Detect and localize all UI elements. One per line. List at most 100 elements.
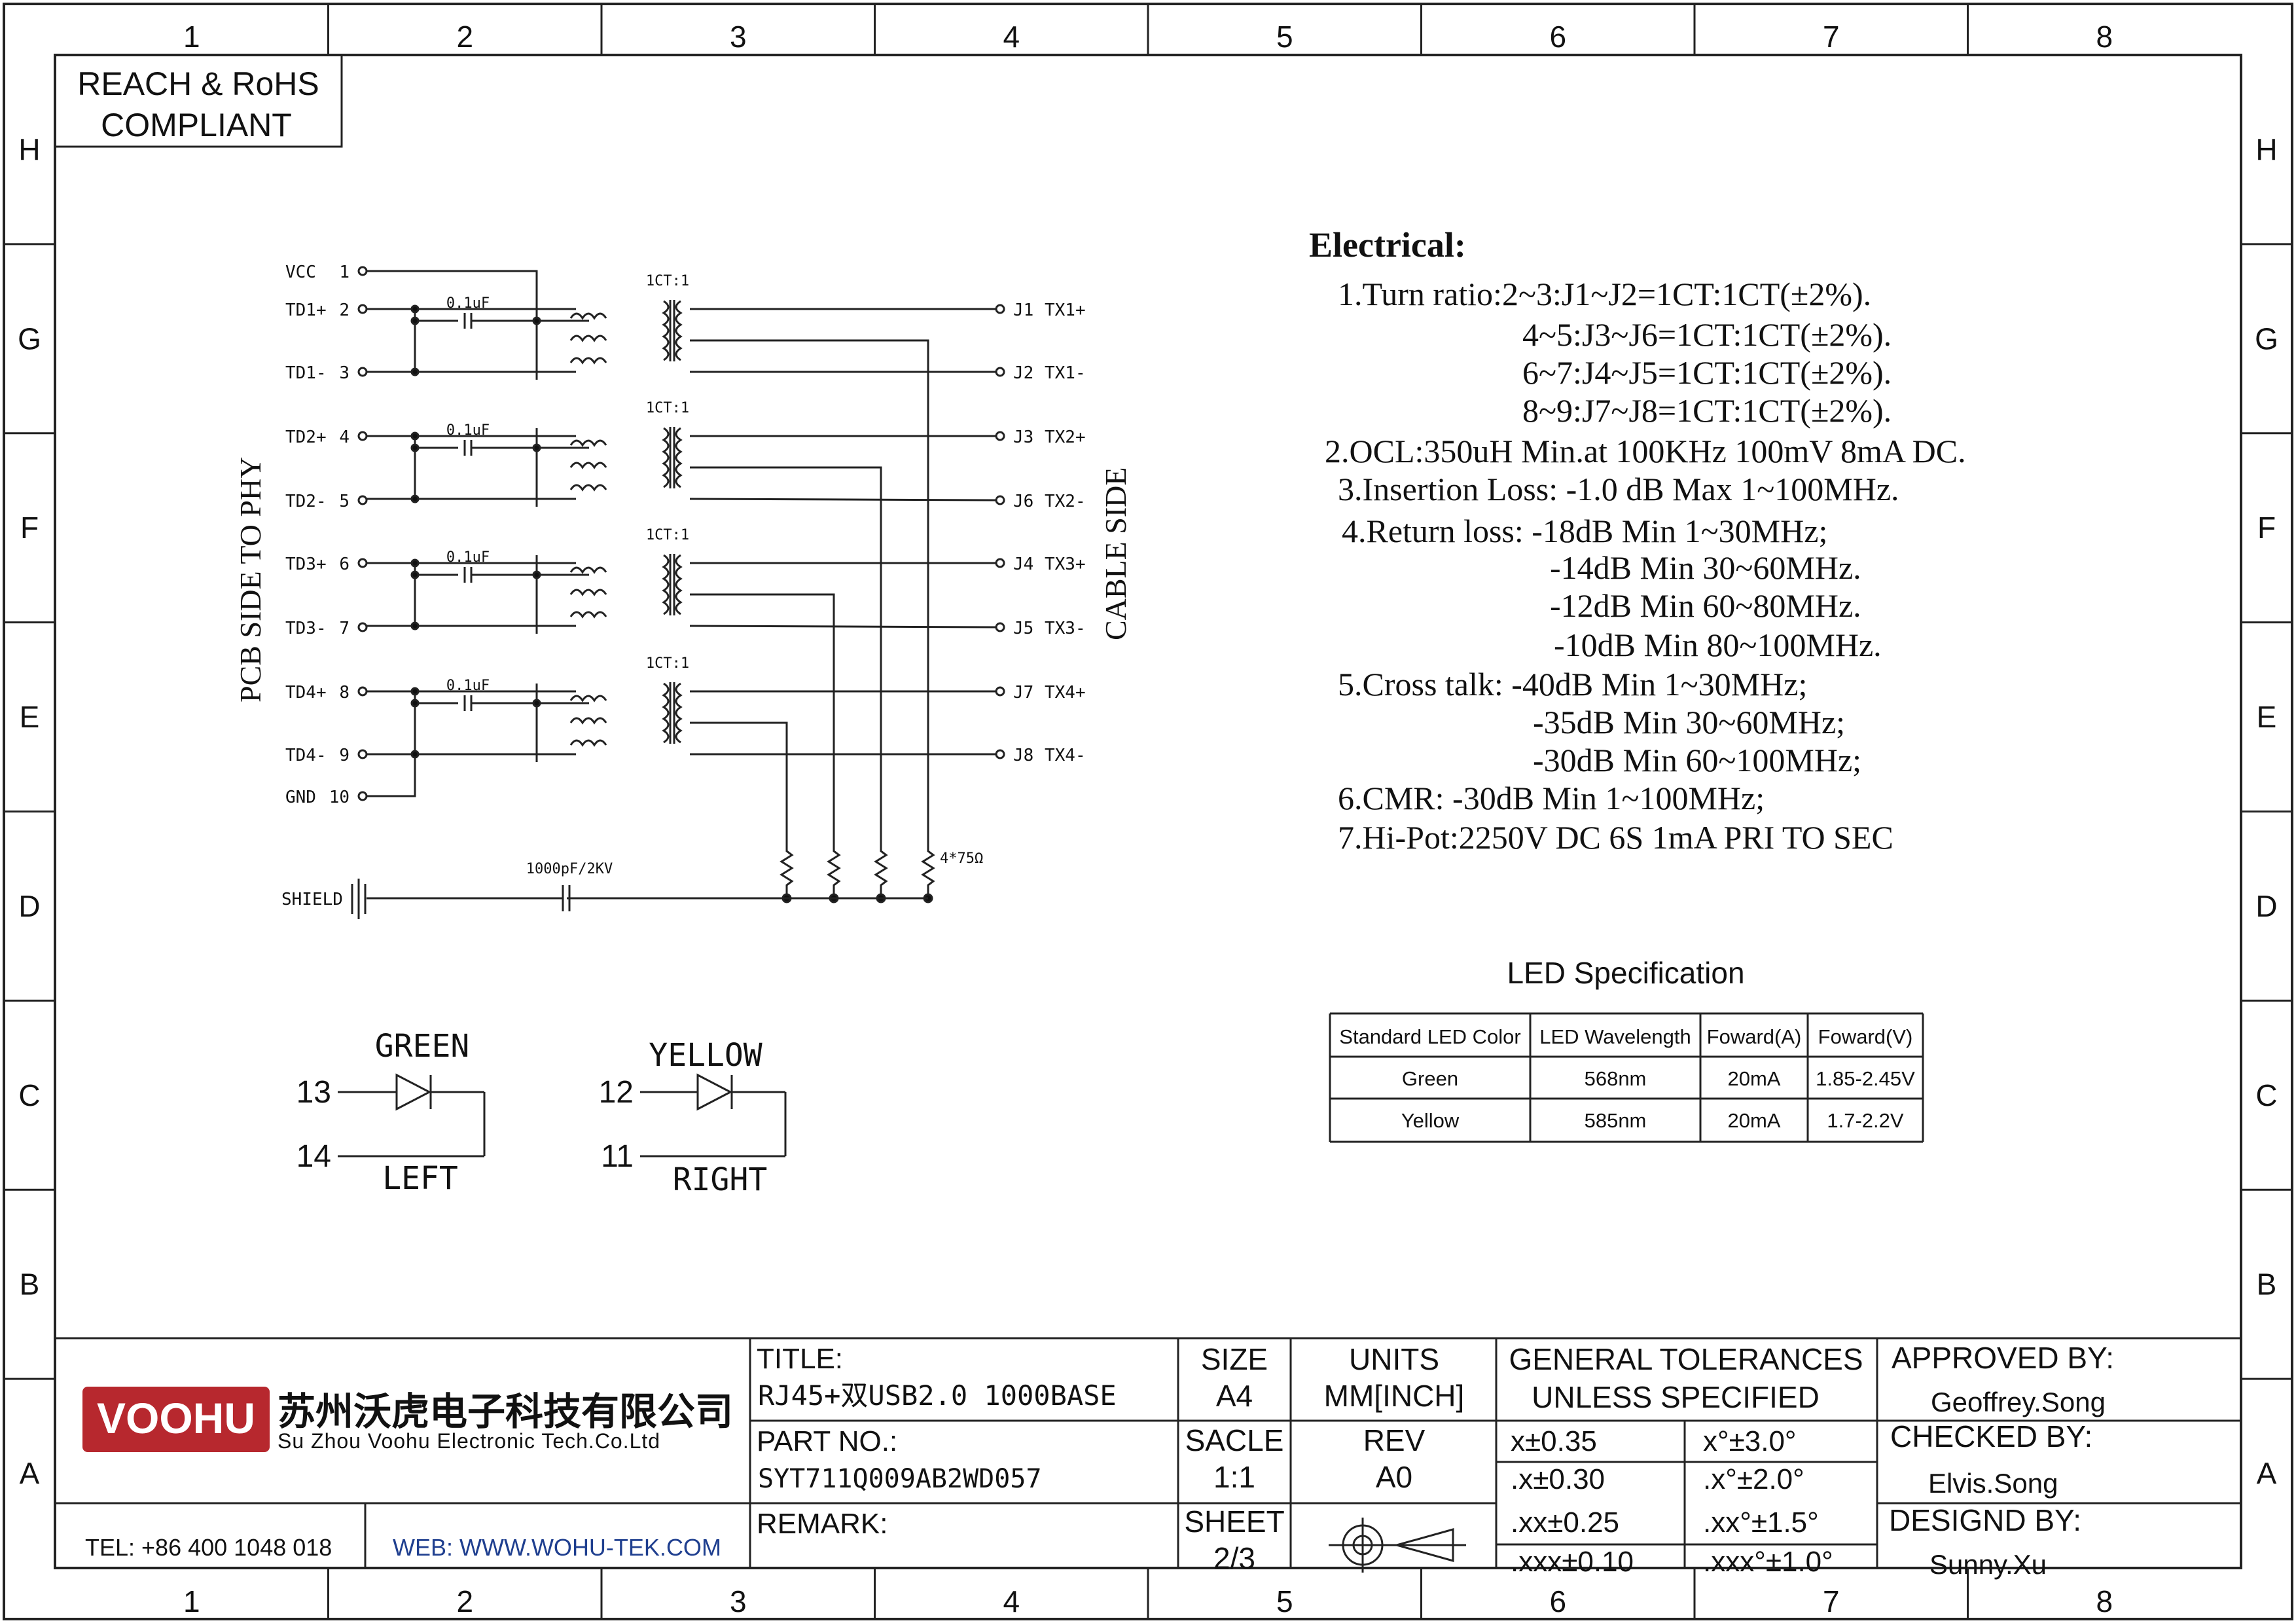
led-spec-cell: 1.7-2.2V: [1827, 1109, 1904, 1132]
tel: TEL: +86 400 1048 018: [85, 1534, 332, 1561]
led-circuits: GREEN 13 14 LEFT YELLOW 12 11 RIGHT: [296, 1028, 787, 1198]
electrical-line: 4.Return loss: -18dB Min 1~30MHz;: [1342, 513, 1827, 549]
title-label: TITLE:: [757, 1343, 843, 1375]
approved-value: Geoffrey.Song: [1931, 1387, 2106, 1417]
sheet-label: SHEET: [1184, 1504, 1284, 1539]
pin-number: 4: [339, 428, 350, 447]
led-spec-header: LED Wavelength: [1539, 1025, 1691, 1048]
tolerance-linear: .xx±0.25: [1511, 1506, 1619, 1539]
pin-terminal: [357, 791, 368, 801]
capacitor-label: 0.1uF: [446, 295, 490, 312]
column-label-bottom: 6: [1549, 1584, 1566, 1618]
pin-name: TD1-: [285, 363, 327, 383]
electrical-line: 8~9:J7~J8=1CT:1CT(±2%).: [1522, 392, 1892, 429]
row-label-right: G: [2255, 321, 2278, 356]
led-spec-header: Standard LED Color: [1339, 1025, 1520, 1048]
title-value: RJ45+双USB2.0 1000BASE: [758, 1379, 1117, 1412]
led-spec-cell: 568nm: [1585, 1067, 1647, 1090]
pin-name: GND: [285, 788, 316, 807]
vcc-wire: [367, 270, 538, 301]
pin-number: 6: [339, 555, 350, 574]
tolerance-angular: .x°±2.0°: [1703, 1463, 1804, 1495]
pin-terminal: [357, 431, 368, 441]
tolerance-angular: .xxx°±1.0°: [1703, 1546, 1833, 1578]
column-label-top: 3: [730, 20, 747, 54]
scale-value: 1:1: [1213, 1460, 1255, 1494]
capacitor-label: 0.1uF: [446, 422, 490, 439]
shield-cap-label: 1000pF/2KV: [526, 861, 613, 877]
cable-pin-number: J3: [1013, 428, 1033, 447]
ratio-label: 1CT:1: [646, 655, 689, 672]
row-label-left: H: [18, 132, 40, 166]
column-label-bottom: 4: [1003, 1584, 1020, 1618]
capacitor-label: 0.1uF: [446, 678, 490, 694]
units-value: MM[INCH]: [1324, 1379, 1465, 1413]
column-label-top: 2: [456, 20, 473, 54]
led-spec-cell: Green: [1402, 1067, 1458, 1090]
row-label-left: A: [20, 1457, 40, 1491]
website-link[interactable]: WEB: WWW.WOHU-TEK.COM: [393, 1534, 721, 1561]
pin-terminal: [357, 749, 368, 759]
led-yellow: YELLOW 12 11 RIGHT: [599, 1037, 787, 1198]
electrical-line: 4~5:J3~J6=1CT:1CT(±2%).: [1522, 316, 1892, 353]
led-spec-header: Foward(A): [1707, 1025, 1802, 1048]
pin-name: TD4+: [285, 683, 327, 702]
transformer-channel-1: 0.1uF 1CT:1: [367, 273, 1005, 851]
electrical-line: -10dB Min 80~100MHz.: [1554, 627, 1882, 663]
row-label-right: A: [2257, 1457, 2277, 1491]
pin-terminal: [357, 266, 368, 276]
electrical-line: 1.Turn ratio:2~3:J1~J2=1CT:1CT(±2%).: [1338, 276, 1871, 312]
row-label-left: D: [18, 889, 40, 923]
resistor: [874, 845, 888, 892]
pin-number: 2: [339, 301, 350, 320]
units-label: UNITS: [1349, 1342, 1439, 1376]
checked-label: CHECKED BY:: [1890, 1419, 2092, 1453]
pin-number: 9: [339, 746, 350, 765]
cable-pin-name: TX2+: [1045, 428, 1086, 447]
rev-value: A0: [1376, 1460, 1412, 1494]
row-label-right: B: [2257, 1267, 2277, 1302]
compliance-box: REACH & RoHS COMPLIANT: [55, 55, 343, 148]
cable-pin-name: TX3+: [1045, 555, 1086, 574]
projection-symbol-icon: [1329, 1518, 1466, 1573]
tolerance-angular: .xx°±1.5°: [1703, 1506, 1819, 1539]
electrical-line: 6.CMR: -30dB Min 1~100MHz;: [1338, 780, 1765, 816]
electrical-line: -14dB Min 30~60MHz.: [1550, 549, 1861, 586]
column-label-bottom: 3: [730, 1584, 747, 1618]
part-value: SYT711Q009AB2WD057: [758, 1464, 1041, 1494]
compliance-line1: REACH & RoHS: [77, 65, 319, 102]
transformer-channel-4: 0.1uF 1CT:1: [367, 655, 1005, 851]
column-label-top: 1: [183, 20, 200, 54]
compliance-line2: COMPLIANT: [101, 107, 292, 143]
shield-label: SHIELD: [281, 890, 343, 909]
pin-number: 10: [329, 788, 350, 807]
led-yellow-pin-a: 12: [599, 1075, 634, 1110]
column-label-bottom: 5: [1276, 1584, 1293, 1618]
pin-terminal: [357, 558, 368, 568]
tolerance-linear: .xxx±0.10: [1511, 1546, 1634, 1578]
ratio-label: 1CT:1: [646, 400, 689, 416]
cable-pin-name: TX1+: [1045, 301, 1086, 320]
title-block: VOOHU 苏州沃虎电子科技有限公司 Su Zhou Voohu Electro…: [55, 1337, 2241, 1580]
row-label-left: B: [20, 1267, 40, 1302]
pin-number: 1: [339, 263, 350, 282]
pcb-side-label: PCB SIDE TO PHY: [234, 457, 267, 702]
checked-value: Elvis.Song: [1928, 1468, 2058, 1499]
tolerance-header-1: GENERAL TOLERANCES: [1509, 1342, 1863, 1376]
led-yellow-side: RIGHT: [673, 1161, 768, 1198]
pin-terminal: [357, 367, 368, 377]
ratio-label: 1CT:1: [646, 527, 689, 543]
electrical-line: 6~7:J4~J5=1CT:1CT(±2%).: [1522, 354, 1892, 391]
tolerance-header-2: UNLESS SPECIFIED: [1532, 1380, 1820, 1414]
pin-name: TD1+: [285, 301, 327, 320]
pin-name: TD3-: [285, 619, 327, 638]
scale-label: SACLE: [1185, 1423, 1284, 1457]
cable-pin-name: TX4-: [1045, 746, 1086, 765]
electrical-line: -35dB Min 30~60MHz;: [1533, 704, 1845, 740]
row-label-left: E: [20, 700, 40, 734]
size-label: SIZE: [1201, 1342, 1268, 1376]
rev-label: REV: [1363, 1423, 1426, 1457]
electrical-line: -12dB Min 60~80MHz.: [1550, 587, 1861, 624]
